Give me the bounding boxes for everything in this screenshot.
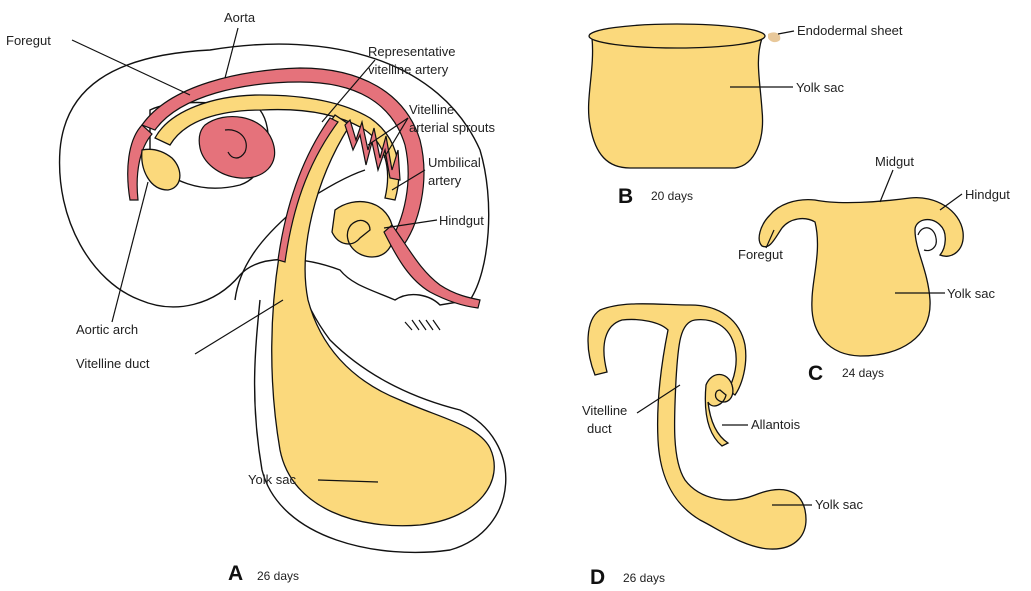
label-duct-d: duct <box>587 421 612 436</box>
endodermal-sheet-rim <box>589 24 765 48</box>
panel-b-drawing <box>589 24 781 168</box>
label-yolk-sac-b: Yolk sac <box>796 80 844 95</box>
panel-age-a: 26 days <box>257 569 299 583</box>
panel-letter-c: C <box>808 362 823 385</box>
panel-age-b: 20 days <box>651 189 693 203</box>
label-vitelline: Vitelline <box>409 102 454 117</box>
label-allantois: Allantois <box>751 417 801 432</box>
panel-age-c: 24 days <box>842 366 884 380</box>
label-vitelline-artery: vitelline artery <box>368 62 449 77</box>
umbilical-hatching <box>405 320 440 330</box>
label-vitelline-duct-a: Vitelline duct <box>76 356 150 371</box>
hindgut-curl <box>332 202 393 257</box>
yolk-sac-c <box>759 198 963 356</box>
panel-d-labels: Vitelline duct Allantois Yolk sac D 26 d… <box>582 403 863 589</box>
label-vitelline-d: Vitelline <box>582 403 627 418</box>
label-aortic-arch: Aortic arch <box>76 322 138 337</box>
allantois <box>705 374 733 446</box>
label-endodermal-sheet: Endodermal sheet <box>797 23 903 38</box>
label-midgut: Midgut <box>875 154 914 169</box>
label-foregut-a: Foregut <box>6 33 51 48</box>
hindgut-c-inner <box>918 228 936 251</box>
panel-c-drawing <box>759 198 963 356</box>
label-yolk-sac-a: Yolk sac <box>248 472 296 487</box>
label-hindgut-c: Hindgut <box>965 187 1010 202</box>
label-umbilical: Umbilical <box>428 155 481 170</box>
heart <box>199 117 274 179</box>
label-artery: artery <box>428 173 462 188</box>
panel-letter-d: D <box>590 566 605 589</box>
label-yolk-sac-d: Yolk sac <box>815 497 863 512</box>
yolk-sac-b <box>589 38 763 168</box>
label-foregut-c: Foregut <box>738 247 783 262</box>
label-hindgut-a: Hindgut <box>439 213 484 228</box>
label-arterial-sprouts: arterial sprouts <box>409 120 495 135</box>
label-aorta: Aorta <box>224 10 256 25</box>
umbilical-artery-vessel <box>384 225 480 308</box>
label-representative: Representative <box>368 44 455 59</box>
panel-age-d: 26 days <box>623 571 665 585</box>
label-yolk-sac-c: Yolk sac <box>947 286 995 301</box>
panel-letter-a: A <box>228 562 243 585</box>
panel-letter-b: B <box>618 185 633 208</box>
